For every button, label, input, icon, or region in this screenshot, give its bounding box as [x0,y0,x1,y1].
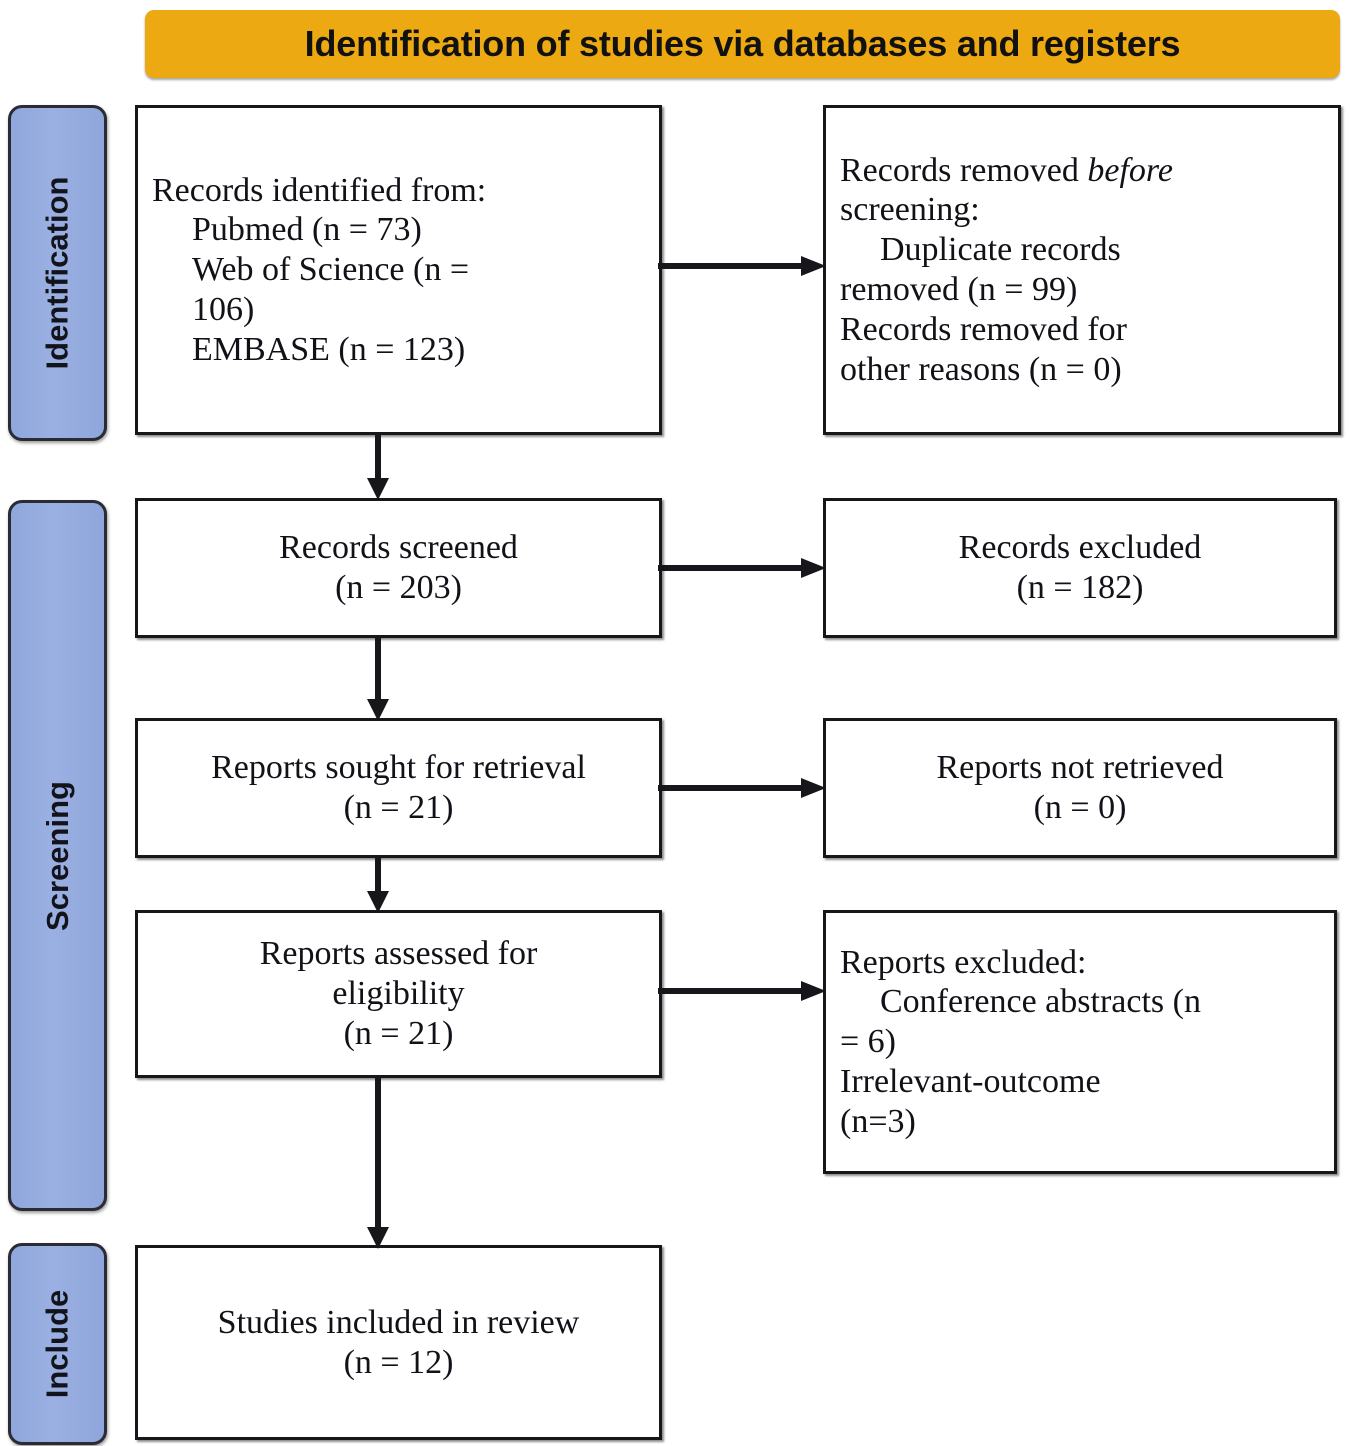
studies-included-box: Studies included in review (n = 12) [135,1245,662,1440]
arrow-screened-to-sought [365,636,391,722]
stage-label-screening: Screening [39,780,75,931]
records-removed-head-italic: before [1087,151,1173,189]
records-identified-line-3: Web of Science (n = [192,251,469,289]
reports-excluded-box: Reports excluded: Conference abstracts (… [823,910,1337,1174]
reports-not-retrieved-count: (n = 0) [1033,789,1127,826]
reports-sought-label: Reports sought for retrieval [211,749,586,787]
records-screened-count: (n = 203) [335,569,462,606]
reports-sought-box: Reports sought for retrieval (n = 21) [135,718,662,858]
reports-excluded-line-2: Conference abstracts (n [880,983,1201,1021]
arrow-assessed-to-reports-excluded [658,980,828,1002]
reports-not-retrieved-box: Reports not retrieved (n = 0) [823,718,1337,858]
reports-excluded-line-5: (n=3) [840,1102,916,1140]
arrow-identified-to-removed [658,255,828,277]
arrow-sought-to-not-retrieved [658,777,828,799]
records-identified-line-2: Pubmed (n = 73) [192,211,422,249]
stage-label-identification: Identification [39,176,75,370]
reports-assessed-line-1: Reports assessed for [259,935,538,973]
records-removed-box: Records removed before screening: Duplic… [823,105,1341,435]
arrow-identified-to-screened [365,433,391,501]
records-removed-line-6: other reasons (n = 0) [840,350,1122,388]
arrow-assessed-to-included [365,1076,391,1250]
stage-tab-screening: Screening [8,500,107,1211]
stage-label-include: Include [39,1289,75,1399]
records-removed-line-4: removed (n = 99) [840,271,1078,308]
records-identified-line-1: Records identified from: [152,171,487,209]
studies-included-count: (n = 12) [343,1343,454,1381]
records-excluded-label: Records excluded [958,529,1202,567]
records-identified-box: Records identified from: Pubmed (n = 73)… [135,105,662,435]
records-removed-line-5: Records removed for [840,310,1128,348]
records-excluded-box: Records excluded (n = 182) [823,498,1337,638]
reports-excluded-line-4: Irrelevant-outcome [840,1062,1101,1100]
reports-not-retrieved-label: Reports not retrieved [936,749,1224,787]
records-removed-line-3: Duplicate records [880,231,1121,269]
records-screened-box: Records screened (n = 203) [135,498,662,638]
records-removed-line-2: screening: [840,190,980,230]
page-title: Identification of studies via databases … [304,23,1181,64]
reports-assessed-line-2: eligibility [332,975,465,1013]
reports-excluded-line-1: Reports excluded: [840,943,1087,981]
reports-assessed-count: (n = 21) [343,1014,454,1052]
records-removed-second-colon: : [970,191,980,229]
reports-sought-count: (n = 21) [343,789,454,826]
records-screened-label: Records screened [279,529,518,567]
records-removed-second-italic: screening [840,191,971,229]
records-identified-line-5: EMBASE (n = 123) [192,330,466,368]
records-removed-head-plain: Records removed [840,151,1088,189]
reports-excluded-line-3: = 6) [840,1023,896,1061]
stage-tab-identification: Identification [8,105,107,441]
diagram-header-banner: Identification of studies via databases … [145,10,1340,78]
studies-included-label: Studies included in review [217,1303,580,1341]
arrow-sought-to-assessed [365,856,391,914]
records-identified-line-4: 106) [192,290,255,328]
records-removed-line-1: Records removed before [840,151,1173,191]
reports-assessed-box: Reports assessed for eligibility (n = 21… [135,910,662,1078]
arrow-screened-to-excluded [658,557,828,579]
stage-tab-include: Include [8,1243,107,1445]
records-excluded-count: (n = 182) [1016,569,1144,606]
